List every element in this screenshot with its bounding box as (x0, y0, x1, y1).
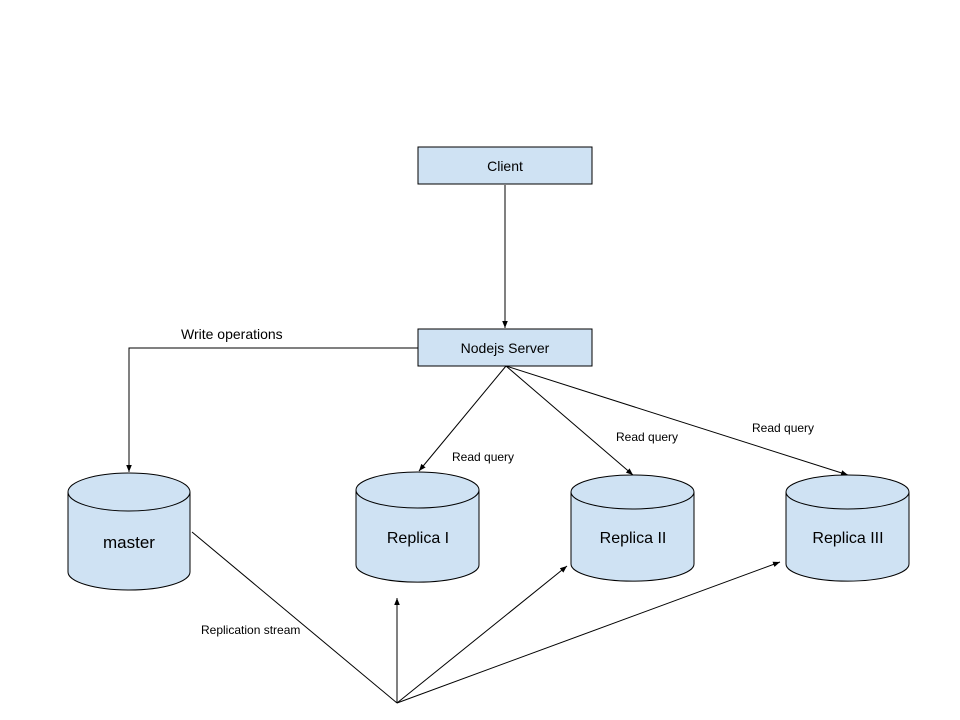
nodejs-server-node: Nodejs Server (417, 328, 593, 367)
master-label: master (103, 533, 155, 552)
replica-2-label: Replica II (600, 530, 667, 547)
master-database: master (67, 472, 191, 591)
replica-3-label: Replica III (812, 530, 883, 547)
read-query-arrow-replica2 (505, 365, 634, 476)
replica-1-database: Replica I (355, 471, 480, 583)
read-query-arrow-replica1 (418, 365, 507, 472)
replica-1-label: Replica I (387, 530, 449, 547)
replication-arrow-replica3 (396, 561, 781, 704)
read-query-label-2: Read query (616, 430, 678, 444)
nodejs-server-label: Nodejs Server (461, 340, 550, 356)
write-operations-label: Write operations (181, 326, 283, 342)
read-query-label-3: Read query (752, 421, 814, 435)
read-query-arrow-replica3 (505, 365, 849, 476)
write-operations-arrow (126, 347, 418, 472)
read-query-label-1: Read query (452, 450, 514, 464)
replication-stream-label: Replication stream (201, 623, 300, 637)
replication-stream-line (191, 531, 398, 704)
client-label: Client (487, 158, 523, 174)
client-node: Client (417, 146, 593, 185)
replication-arrow-replica2 (396, 565, 568, 704)
replica-3-database: Replica III (785, 474, 910, 582)
replica-2-database: Replica II (570, 474, 695, 582)
